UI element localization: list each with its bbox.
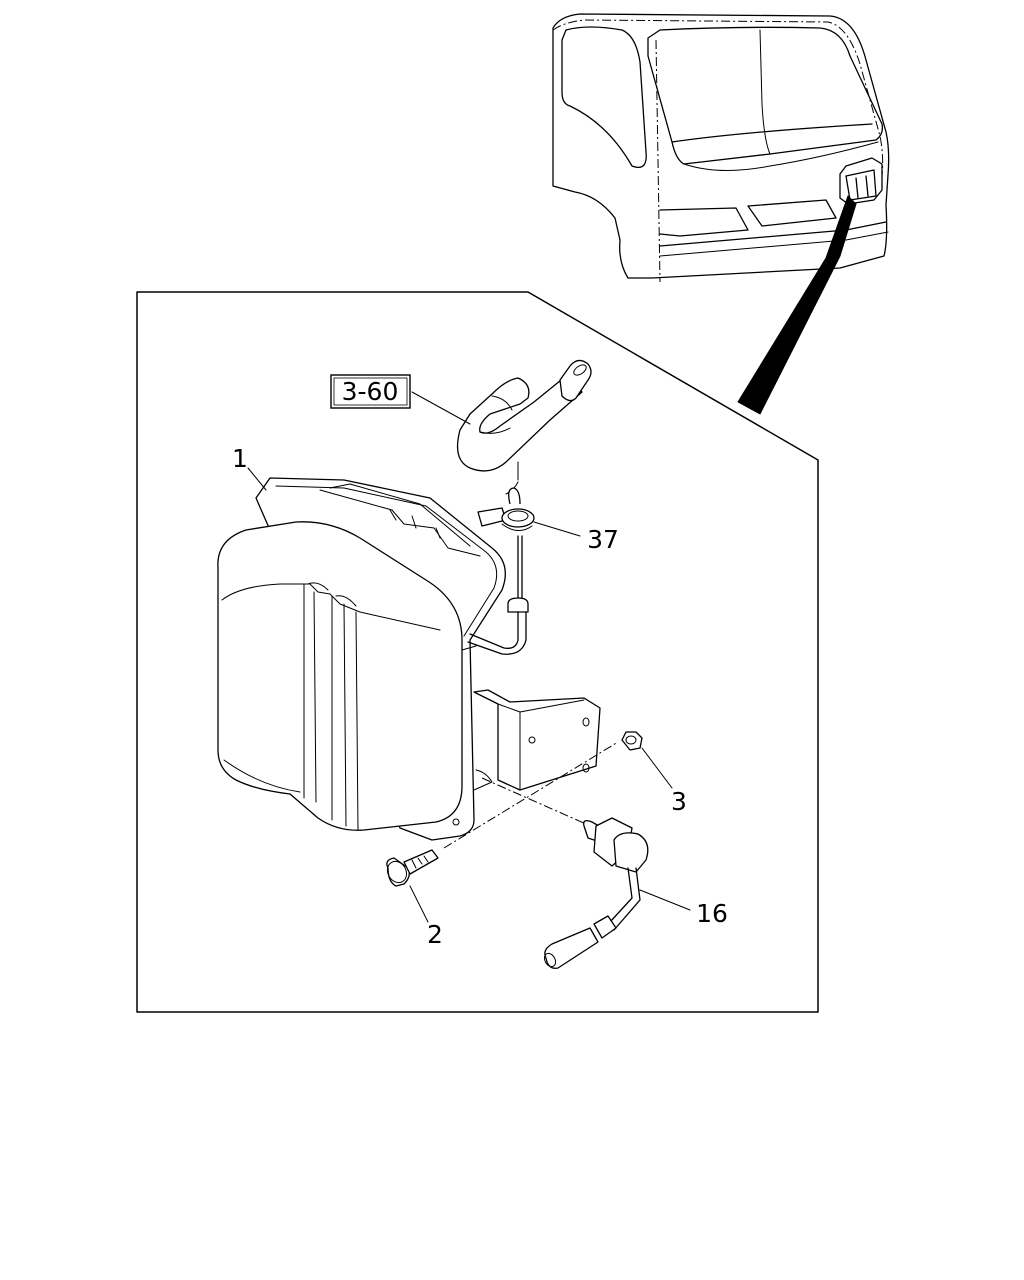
leader-ref xyxy=(411,391,471,425)
vent-tube xyxy=(467,535,529,655)
callout-16: 16 xyxy=(696,899,728,928)
leader-1 xyxy=(247,467,267,491)
mounting-bracket xyxy=(473,689,601,791)
reference-label[interactable]: 3-60 xyxy=(342,377,399,406)
callout-1: 1 xyxy=(232,444,248,473)
leader-3 xyxy=(641,747,673,789)
reference-hose xyxy=(456,359,592,495)
reference-box xyxy=(330,374,411,409)
leader-37 xyxy=(533,521,581,537)
callout-2: 2 xyxy=(427,920,443,949)
switch-with-lead xyxy=(543,817,649,969)
fog-lamp-assembly xyxy=(217,477,506,841)
leader-2 xyxy=(409,885,429,923)
flange-bolt xyxy=(386,849,439,887)
callout-3: 3 xyxy=(671,787,687,816)
reference-box-inner xyxy=(333,377,408,406)
hex-nut xyxy=(621,731,643,751)
callout-37: 37 xyxy=(587,525,619,554)
detail-frame xyxy=(136,291,819,1013)
truck-cab-locator xyxy=(552,13,890,415)
leader-16 xyxy=(639,889,691,911)
center-line-lower xyxy=(481,777,587,825)
hose-clamp xyxy=(477,487,535,531)
